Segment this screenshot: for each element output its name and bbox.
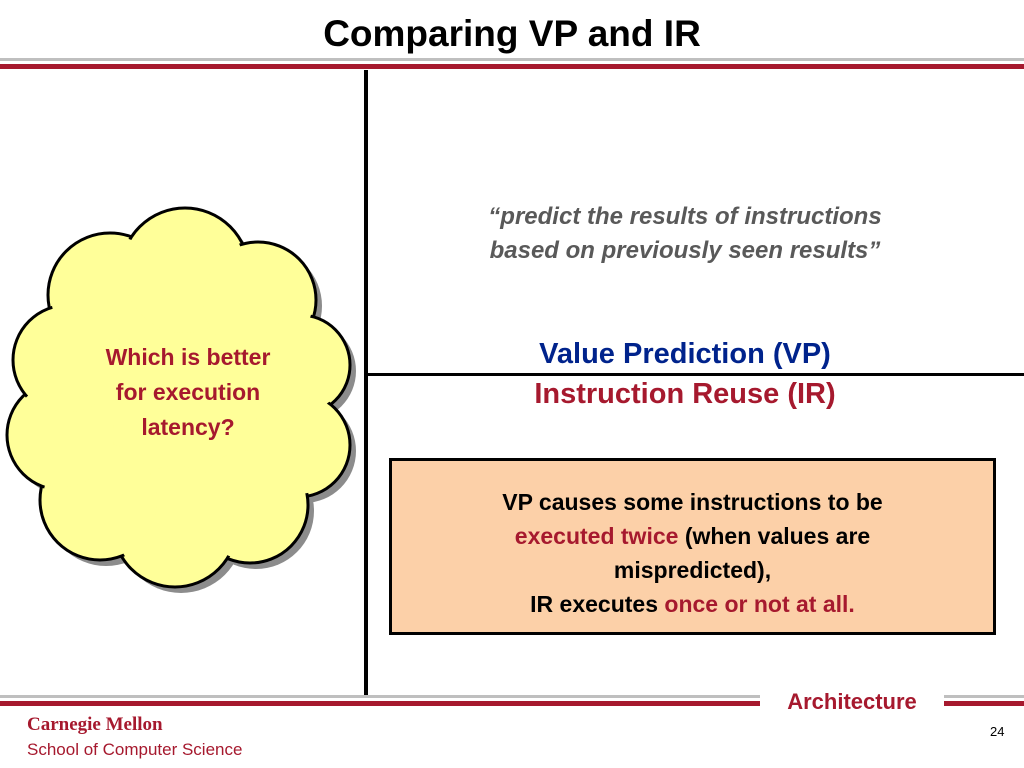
box-line: mispredicted), <box>613 557 772 583</box>
university-logo-text: Carnegie Mellon <box>27 714 163 735</box>
cloud-line: Which is better <box>105 344 271 370</box>
quadrant-divider-horizontal <box>364 373 1024 376</box>
page-number: 24 <box>990 724 1005 739</box>
quadrant-divider-vertical <box>364 70 368 696</box>
section-label: Architecture <box>760 688 944 716</box>
box-line: IR executes once or not at all. <box>392 587 993 621</box>
vp-definition-quote: “predict the results of instructions bas… <box>380 200 990 268</box>
comparison-box: VP causes some instructions to be execut… <box>389 458 996 635</box>
header-rule-gray <box>0 58 1024 61</box>
cloud-line: for execution <box>115 379 261 405</box>
quote-line: based on previously seen results” <box>489 237 881 264</box>
value-prediction-label: Value Prediction (VP) <box>539 338 831 370</box>
box-line: executed twice (when values are <box>392 519 993 553</box>
instruction-reuse-label: Instruction Reuse (IR) <box>534 378 836 410</box>
once-or-not-highlight: once or not at all. <box>664 591 855 617</box>
slide-title: Comparing VP and IR <box>323 13 701 54</box>
quote-line: “predict the results of instructions <box>488 203 882 230</box>
cloud-line: latency? <box>141 414 235 440</box>
cloud-question: Which is better for execution latency? <box>60 340 316 445</box>
thought-cloud-shape <box>5 206 356 593</box>
footer-rule-red <box>0 701 1024 706</box>
box-line: VP causes some instructions to be <box>502 489 883 515</box>
header-rule-red <box>0 64 1024 69</box>
school-name: School of Computer Science <box>27 740 243 759</box>
box-text: IR executes <box>530 591 665 617</box>
box-text: (when values are <box>678 523 871 549</box>
footer-rule-gray <box>0 695 1024 698</box>
executed-twice-highlight: executed twice <box>514 523 679 549</box>
